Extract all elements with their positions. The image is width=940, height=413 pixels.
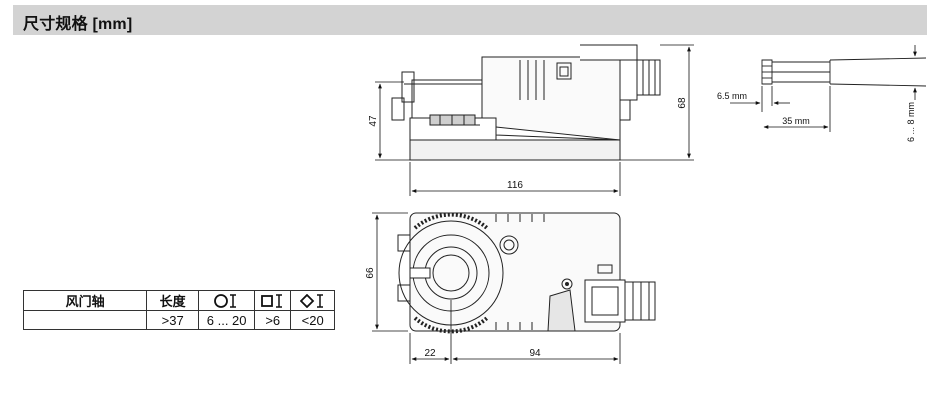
shaft-spec-table: 风门轴 长度: [22, 290, 335, 330]
cable-dimensions: [730, 45, 917, 132]
top-view-drawing: [397, 212, 656, 334]
cable-drawing: [761, 57, 927, 87]
dim-sheath-length: 35 mm: [782, 116, 810, 126]
cell-round: 6 ... 20: [198, 310, 256, 330]
top-view-dimensions: [372, 212, 621, 364]
square-shaft-icon: [260, 294, 282, 309]
dim-height-right: 68: [677, 97, 688, 109]
dim-top-length: 94: [529, 348, 541, 359]
round-shaft-icon: [213, 294, 236, 309]
side-view-dimensions: [375, 44, 694, 196]
diamond-shaft-icon: [299, 294, 323, 309]
cell-square: >6: [254, 310, 292, 330]
cell-axis: [22, 310, 148, 330]
dim-strip-length: 6.5 mm: [717, 91, 747, 101]
dim-cable-diameter: 6 ... 8 mm: [906, 102, 916, 142]
table-header-row: 风门轴 长度: [22, 290, 335, 311]
dim-side-length: 116: [507, 180, 523, 191]
dim-height-left: 47: [368, 115, 379, 127]
header-length: 长度: [146, 290, 200, 311]
header-damper-shaft: 风门轴: [22, 290, 148, 311]
dim-top-offset: 22: [424, 348, 436, 359]
cell-diamond: <20: [290, 310, 335, 330]
section-header: 尺寸规格 [mm]: [13, 5, 927, 35]
section-title: 尺寸规格 [mm]: [23, 16, 133, 33]
cell-length: >37: [146, 310, 200, 330]
dim-top-width: 66: [365, 267, 376, 279]
table-row: >37 6 ... 20 >6 <20: [22, 310, 335, 330]
side-view-drawing: [391, 44, 661, 161]
